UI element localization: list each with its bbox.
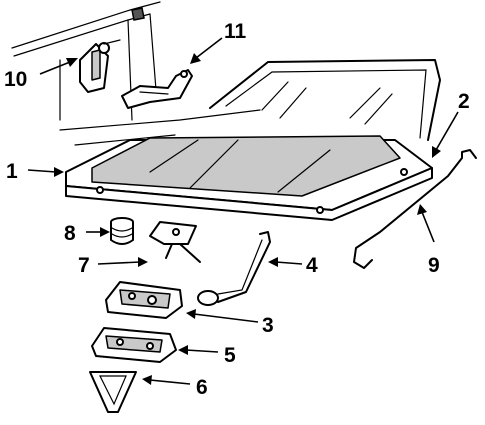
callout-3: 3 (262, 314, 274, 337)
latch-support-plate (91, 327, 177, 363)
safety-catch (149, 221, 201, 263)
hood-prop-rod (353, 149, 477, 269)
callout-9: 9 (428, 254, 440, 277)
callout-4: 4 (306, 254, 318, 277)
vehicle-body-outline (11, 1, 261, 146)
callout-10: 10 (4, 68, 27, 91)
support-bracket (89, 371, 137, 413)
hood-hinge-bracket (79, 39, 121, 93)
hood-hinge (121, 69, 193, 109)
release-lever (197, 231, 271, 306)
leader-arrows (27, 37, 459, 385)
callout-8: 8 (64, 222, 76, 245)
callout-6: 6 (196, 376, 208, 399)
callout-11: 11 (224, 20, 247, 43)
hood-panel (65, 135, 433, 221)
hood-latch (105, 281, 183, 319)
hood-bumper-stop (110, 217, 134, 245)
windshield (209, 59, 441, 141)
callout-1: 1 (6, 160, 18, 183)
callout-5: 5 (224, 344, 236, 367)
callout-2: 2 (458, 90, 470, 113)
callout-7: 7 (78, 254, 90, 277)
